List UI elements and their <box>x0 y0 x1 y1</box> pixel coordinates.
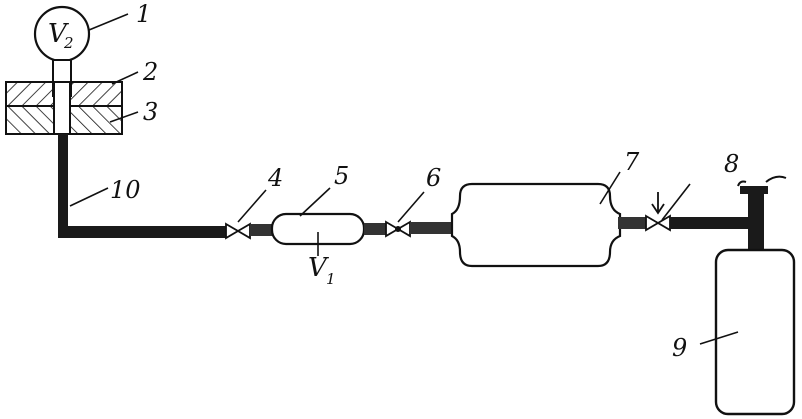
pipe-7-8 <box>618 217 648 229</box>
label-v2-main: V <box>48 19 69 49</box>
label-v2-sub: 2 <box>63 34 74 52</box>
label-3: 3 <box>143 98 158 126</box>
pipe-8-9 <box>670 217 752 229</box>
down-arrow-icon <box>651 192 665 215</box>
valve-4 <box>225 222 251 240</box>
label-5: 5 <box>334 162 349 190</box>
leader-lines <box>69 13 739 345</box>
label-v1-main: V <box>308 253 329 283</box>
label-v1-sub: 1 <box>326 270 336 288</box>
tube-through-plates <box>53 81 71 135</box>
cylinder-9 <box>714 248 796 416</box>
label-6: 6 <box>426 164 441 192</box>
pipe-10 <box>58 134 228 238</box>
label-v2: V 2 <box>48 19 74 52</box>
valve-8 <box>645 214 671 232</box>
cylinder-fitting <box>737 175 787 252</box>
valve-6 <box>385 220 411 238</box>
label-9: 9 <box>672 334 687 362</box>
vessel-7 <box>450 182 622 268</box>
label-8: 8 <box>724 150 739 178</box>
pipe-6-7 <box>410 222 458 234</box>
pipe-5-6 <box>364 223 386 235</box>
label-1: 1 <box>136 0 151 28</box>
label-2: 2 <box>142 58 158 86</box>
label-4: 4 <box>267 164 283 192</box>
label-7: 7 <box>624 148 640 176</box>
label-v1: V 1 <box>308 232 336 288</box>
label-10: 10 <box>110 176 141 204</box>
pipe-4-5 <box>250 224 274 236</box>
